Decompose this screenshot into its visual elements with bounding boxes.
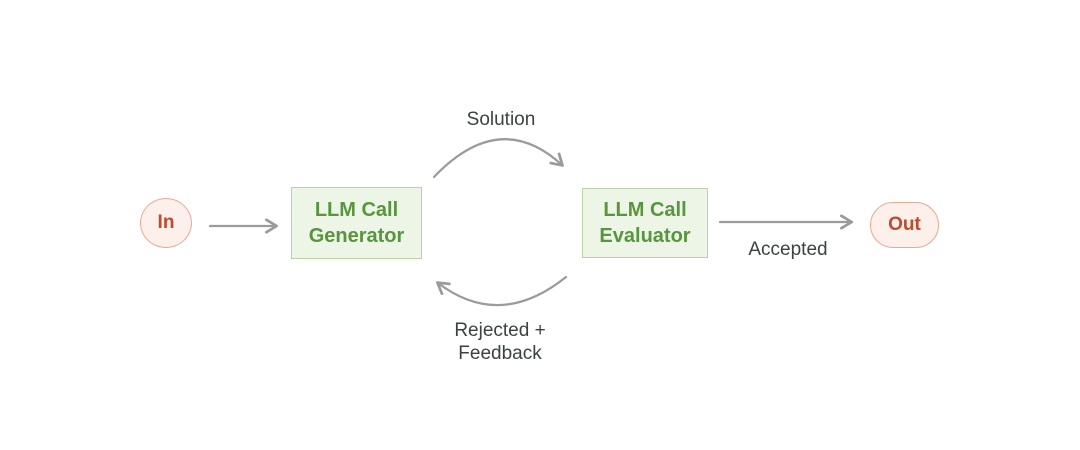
rejected-label-line1: Rejected + [454, 320, 546, 341]
edge-label-rejected-feedback: Rejected + Feedback [420, 319, 580, 365]
node-out-label: Out [888, 214, 921, 235]
node-llm-call-generator: LLM Call Generator [291, 187, 422, 259]
rejected-label-line2: Feedback [458, 343, 542, 364]
node-in: In [140, 198, 192, 248]
arrow-evaluator-to-generator [436, 275, 568, 307]
edge-label-solution: Solution [466, 109, 536, 130]
generator-label-line2: Generator [308, 225, 405, 247]
edge-label-accepted: Accepted [748, 239, 828, 260]
evaluator-label-line2: Evaluator [599, 225, 691, 247]
evaluator-label-line1: LLM Call [603, 199, 687, 221]
node-out: Out [870, 202, 939, 248]
generator-label-line1: LLM Call [314, 199, 399, 221]
node-llm-call-evaluator: LLM Call Evaluator [582, 188, 708, 258]
arrow-generator-to-evaluator [432, 138, 564, 179]
node-in-label: In [157, 212, 175, 233]
